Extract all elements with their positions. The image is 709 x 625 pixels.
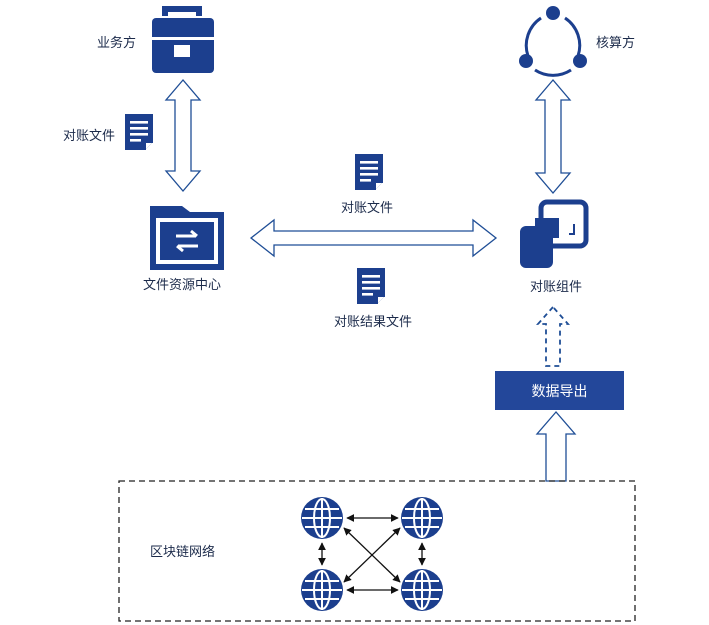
center-recon-file-label: 对账文件 [341,201,394,216]
file-component-double-arrow [249,218,498,258]
recon-result-file-label: 对账结果文件 [334,315,413,330]
dashed-up-arrow [536,305,570,367]
node-connections [318,514,426,594]
data-export-button[interactable]: 数据导出 [495,371,624,410]
blockchain-network-box [118,480,636,622]
business-file-double-arrow [164,78,202,193]
blockchain-label: 区块链网络 [150,545,216,560]
accounting-component-double-arrow [534,78,572,195]
left-recon-file-label: 对账文件 [63,129,116,144]
globe-icon [400,568,444,612]
briefcase-icon [152,6,214,73]
business-label: 业务方 [97,36,137,51]
recon-file-icon [354,153,384,191]
globe-icon [300,568,344,612]
recon-component-label: 对账组件 [530,280,583,295]
file-center-label: 文件资源中心 [143,278,222,293]
accounting-label: 核算方 [596,36,636,51]
recon-file-icon [124,113,154,151]
globe-icon [300,496,344,540]
blockchain-up-arrow [535,411,577,482]
folder-exchange-icon [150,206,224,270]
globe-icon [400,496,444,540]
recon-result-file-icon [356,267,386,305]
copy-docs-icon [520,199,589,268]
network-nodes-icon [519,6,587,77]
